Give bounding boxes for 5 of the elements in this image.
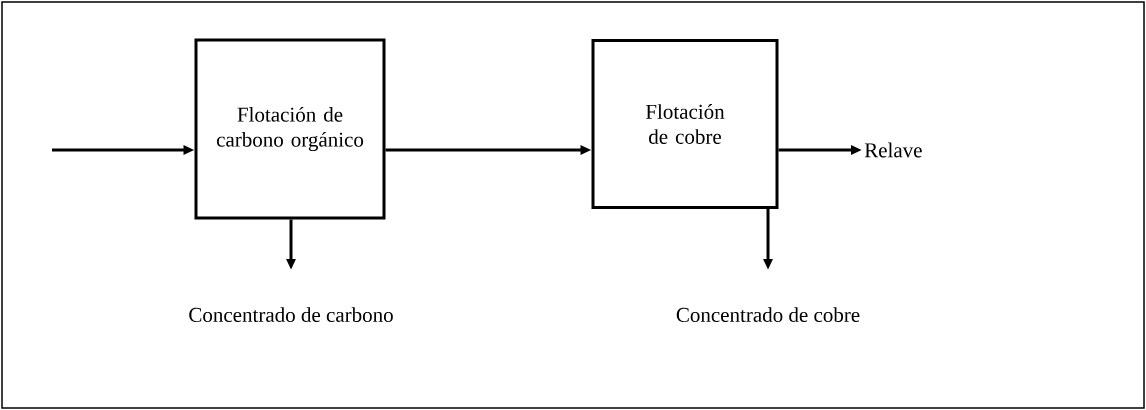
- output-label: Concentrado de cobre: [676, 307, 860, 322]
- output-label: Concentrado de carbono: [189, 307, 393, 322]
- output-label: Relave: [864, 142, 922, 158]
- process-box: Flotación de cobre: [591, 39, 779, 209]
- process-box: Flotación de carbono orgánico: [194, 38, 386, 220]
